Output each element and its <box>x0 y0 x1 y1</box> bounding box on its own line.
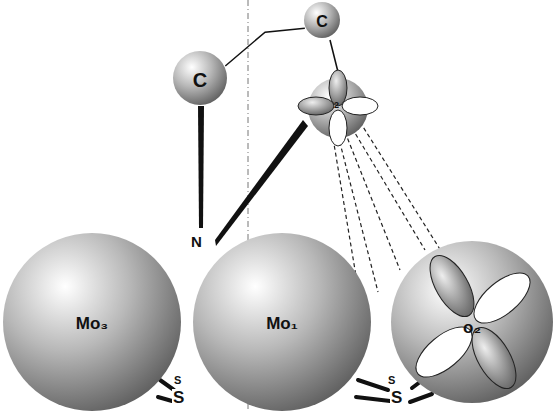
sulfur-label: S <box>388 374 395 386</box>
sulfur-label: S <box>174 374 181 386</box>
atom-label: C <box>172 69 228 92</box>
atom-label: Mo₁ <box>192 314 372 334</box>
mo-atom: o₂ <box>390 240 553 404</box>
bond-line <box>225 28 305 66</box>
carbon-atom: C <box>303 1 341 39</box>
mo-atom: Mo₁ <box>192 232 372 411</box>
sulfur-label: S <box>390 389 403 406</box>
carbon-atom: C <box>172 50 228 106</box>
atom-label: N <box>190 234 203 249</box>
atom-label: o₂ <box>390 318 553 338</box>
atom-label: Mo₃ <box>2 314 182 334</box>
atom-label: C <box>303 13 341 31</box>
sulfur-label: S <box>172 389 185 406</box>
subscript-label: 2 <box>334 100 339 110</box>
mo-atom: Mo₃ <box>2 232 182 411</box>
